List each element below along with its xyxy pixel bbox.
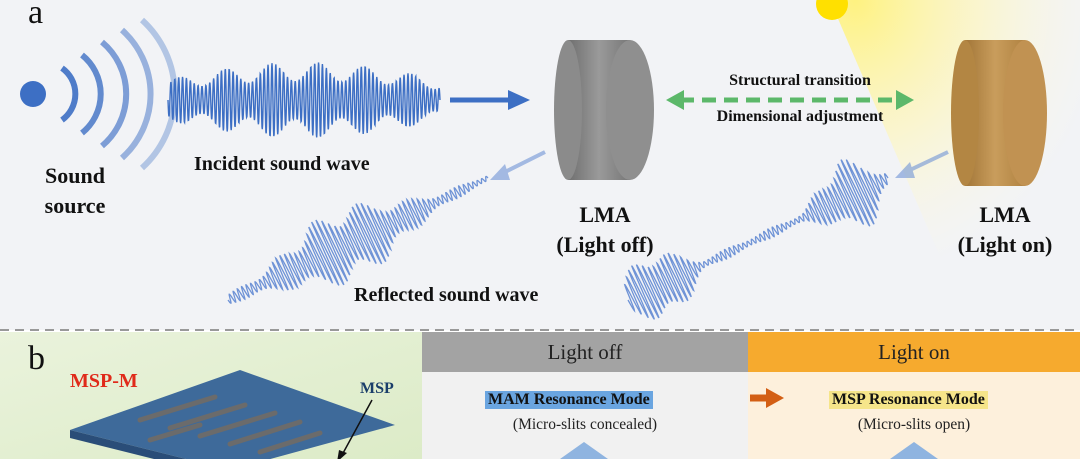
resonance-shape-on [890,442,938,459]
mode-on-label: MSP Resonance Mode [829,391,988,409]
transition-label-top: Structural transition [729,72,871,89]
lma-on-label-line2: (Light on) [957,232,1053,257]
reflected-wave-right [623,159,889,320]
msp-m-label: MSP-M [70,370,138,392]
reflected-wave-label: Reflected sound wave [354,284,539,306]
resonance-shape-off [560,442,608,459]
panel-letter-a: a [28,0,44,31]
mode-on-sublabel: (Micro-slits open) [857,416,971,433]
msp-label: MSP [360,380,394,397]
mode-off-label: MAM Resonance Mode [485,391,653,409]
msp-m-plate [70,370,395,459]
reflected-arrow-left [490,150,546,180]
reflected-arrow-right [895,150,949,178]
header-light-off: Light off [547,339,623,364]
header-light-on-bg [748,332,1080,372]
sound-source-icon [20,17,178,171]
sound-source-label-line1: Sound [45,163,105,188]
transition-arrow [666,90,914,110]
incident-wave [167,62,441,138]
panel-letter-b: b [28,340,45,377]
lma-disk-light-off [554,40,654,180]
reflected-wave-left [227,175,489,305]
transition-label-bottom: Dimensional adjustment [716,108,884,125]
header-light-on: Light on [878,339,950,364]
mode-transition-arrow [750,388,784,408]
sun-icon [816,0,848,20]
incident-wave-label: Incident sound wave [194,153,370,175]
header-light-off-bg [422,332,748,372]
sound-source-label-line2: source [44,193,106,218]
lma-on-label-line1: LMA [979,202,1031,227]
lma-disk-light-on [951,40,1047,186]
lma-off-label-line1: LMA [579,202,631,227]
incident-arrow [450,90,530,110]
mode-off-sublabel: (Micro-slits concealed) [512,416,658,433]
lma-off-label-line2: (Light off) [556,232,654,257]
